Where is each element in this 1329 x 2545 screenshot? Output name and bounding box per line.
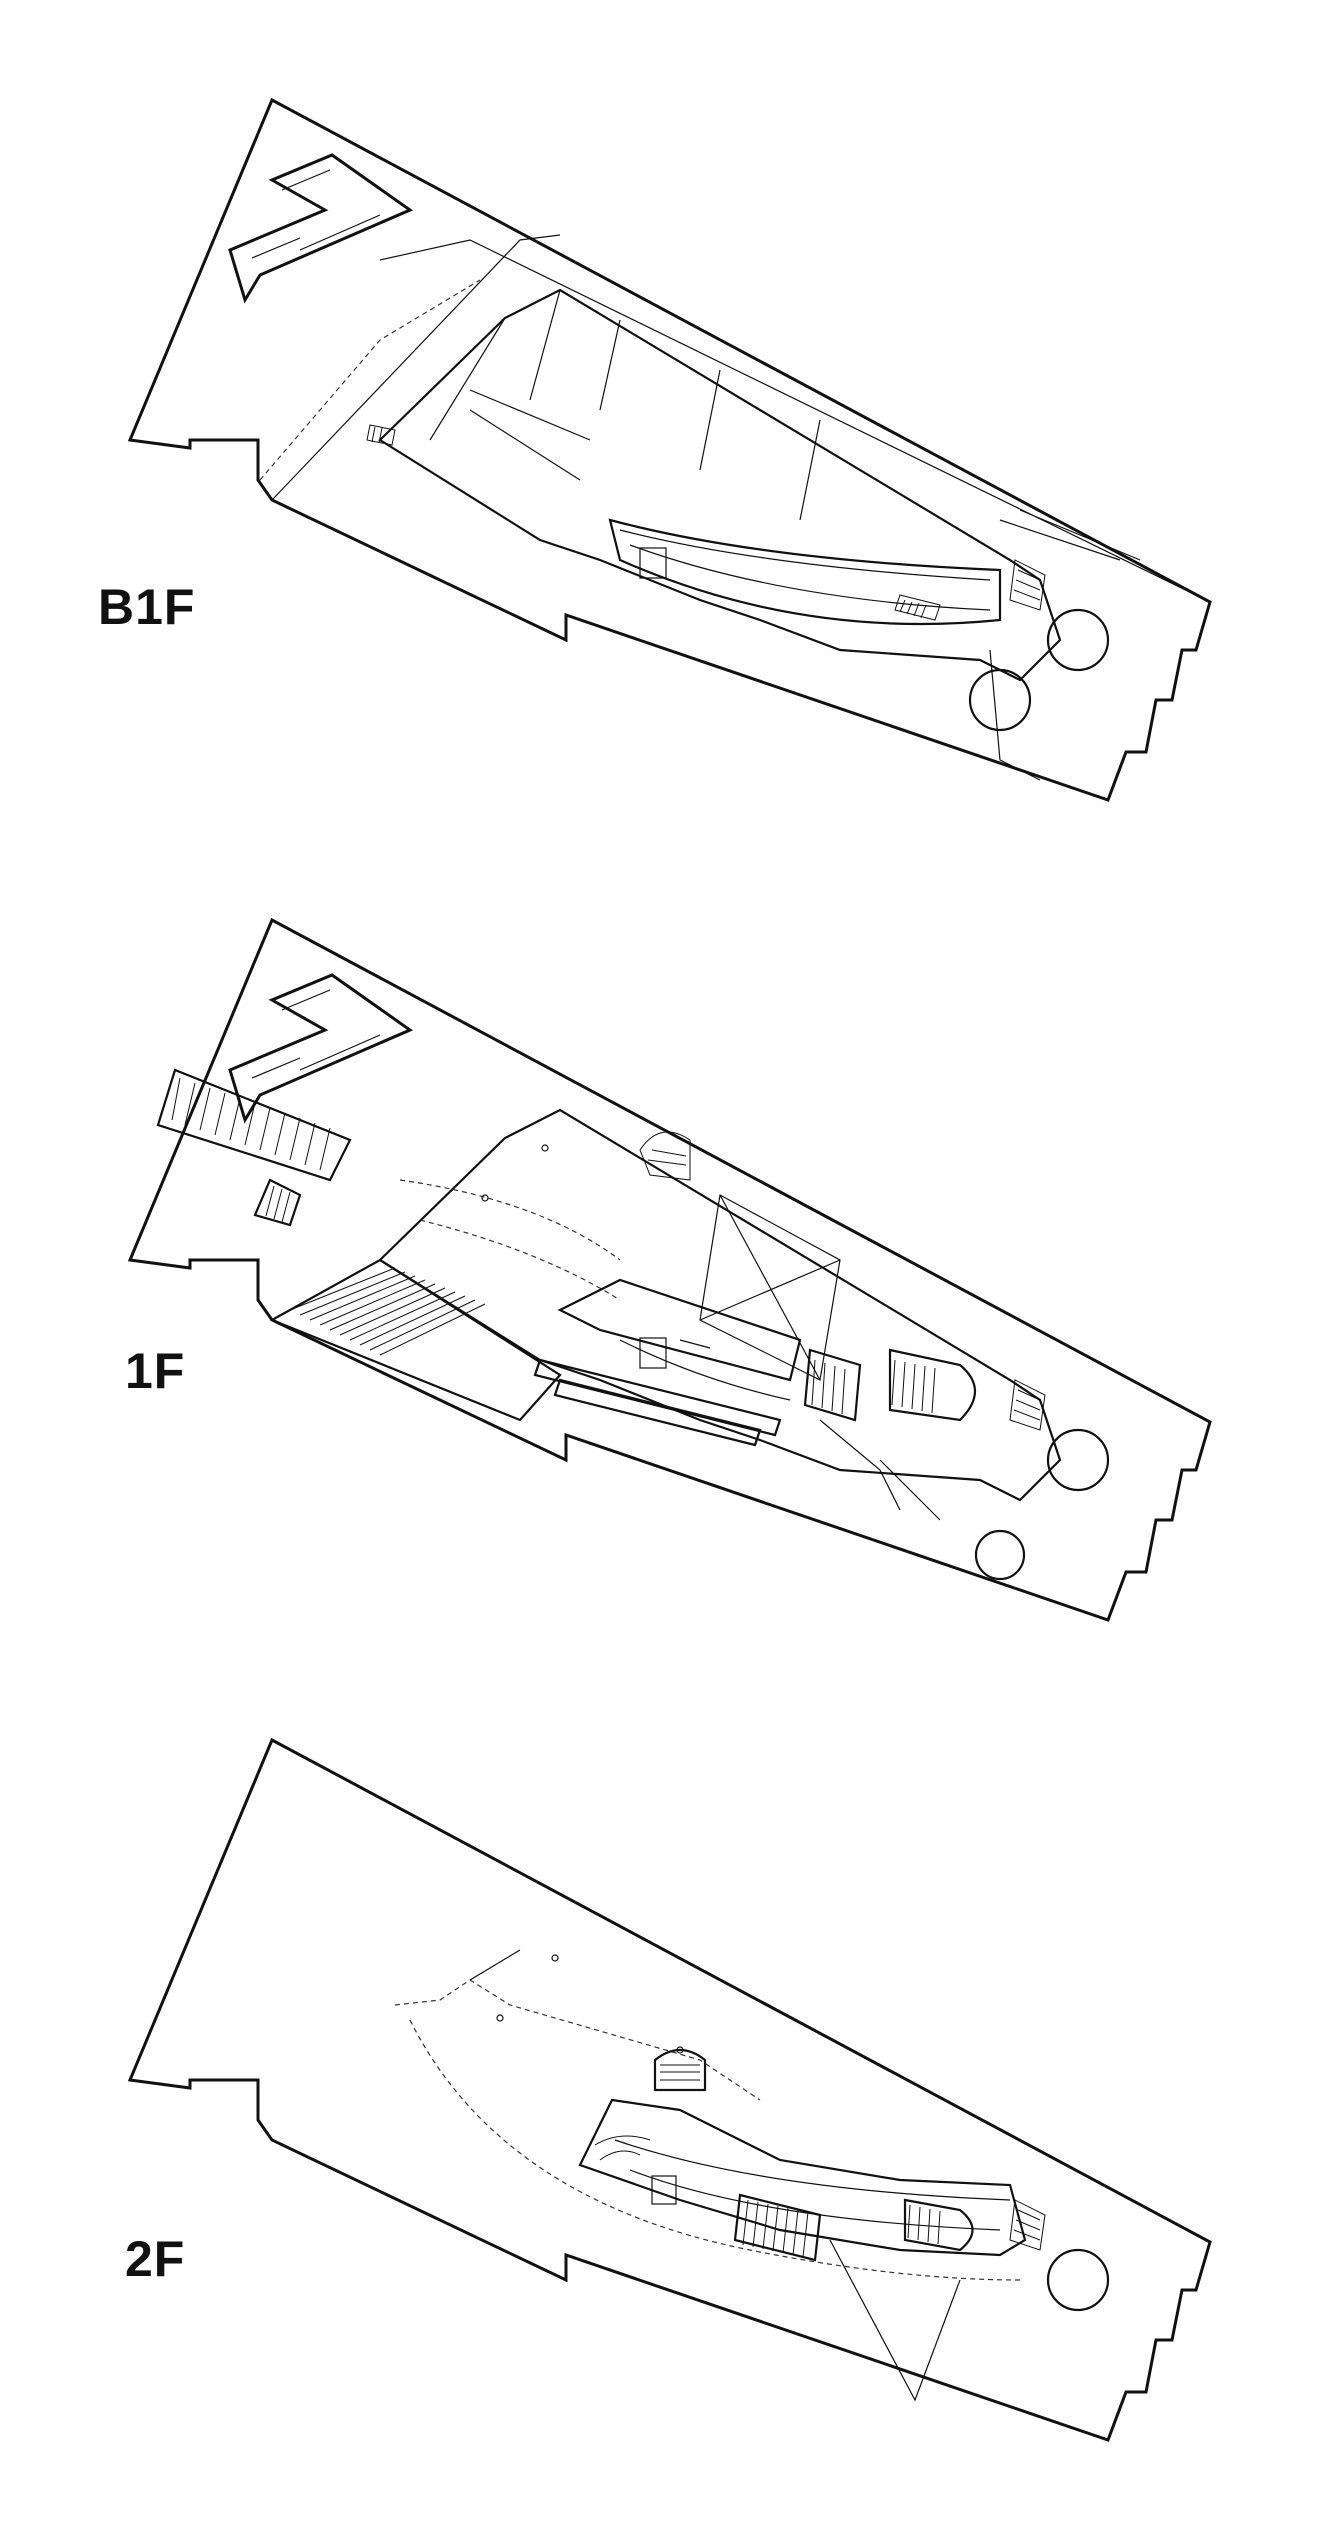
floor-label: B1F: [98, 579, 196, 635]
site-outline: [127, 97, 1212, 802]
canopy-outline: [394, 1979, 1021, 2281]
room-walls: [429, 289, 821, 521]
b1f-drawing: [127, 97, 1212, 802]
site-outline: [127, 917, 1212, 1622]
elevator: [651, 2175, 677, 2205]
site-outline: [127, 1737, 1212, 2442]
floor-label: 1F: [125, 1343, 186, 1399]
ramp: [533, 1358, 782, 1447]
projection-lines: [829, 2239, 961, 2402]
stair-tower: [1046, 2248, 1110, 2312]
zigzag-wall: [228, 973, 414, 1124]
2f-drawing: [127, 1737, 1212, 2442]
zigzag-wall: [228, 153, 414, 304]
elevator: [639, 1337, 667, 1369]
stairs: [366, 424, 1046, 621]
stair-tower-1: [1046, 608, 1110, 672]
stair-tower-2: [968, 668, 1032, 732]
stair-tower-2: [974, 1529, 1026, 1581]
building-core: [578, 2098, 1027, 2257]
terrace: [269, 1258, 562, 1422]
grand-stairs: [156, 1068, 352, 1227]
main-corridor: [608, 518, 1002, 626]
building-envelope: [378, 288, 1062, 682]
stairs: [594, 2048, 1046, 2262]
boundary-line: [271, 234, 561, 501]
floor-plan-2f: 2F: [0, 1640, 1329, 2545]
canopy-outline: [399, 1179, 621, 1301]
building-envelope: [378, 1108, 1062, 1502]
stair-tower-1: [1046, 1428, 1110, 1492]
floor-plan-b1f: B1F: [0, 0, 1329, 820]
floor-plan-1f: 1F: [0, 820, 1329, 1640]
floor-label: 2F: [125, 2231, 186, 2287]
stairs-right: [639, 1131, 1046, 1431]
1f-drawing: [127, 917, 1212, 1622]
elevator: [639, 547, 667, 579]
atrium-void: [699, 1194, 841, 1381]
